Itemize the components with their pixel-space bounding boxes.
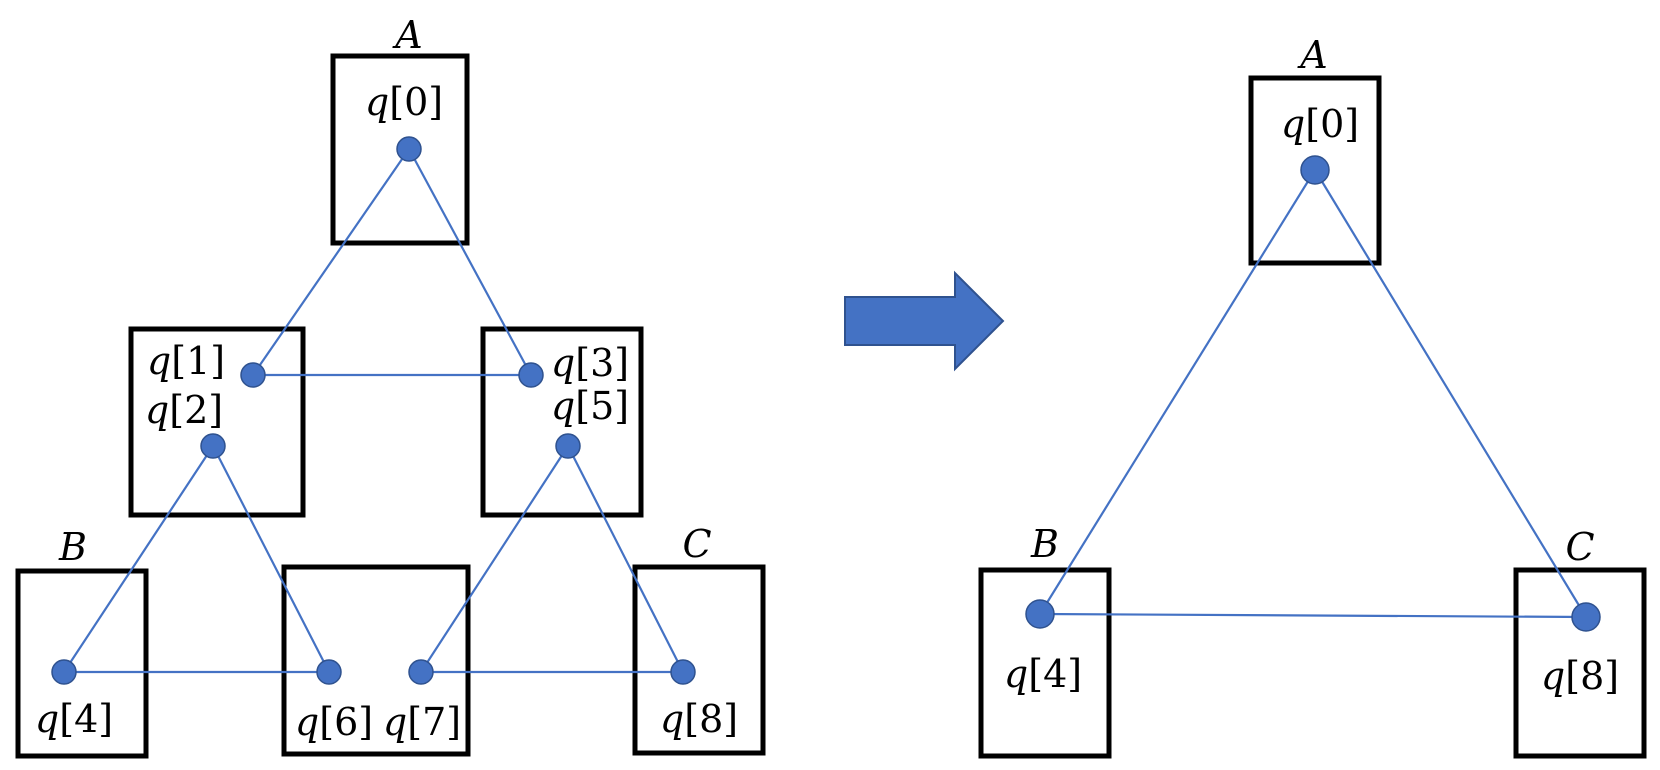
node-q8-right xyxy=(1571,602,1601,632)
box-q3-q5 xyxy=(480,326,644,518)
qubit-label-q5: q[5] xyxy=(551,384,629,428)
qubit-label-q7: q[7] xyxy=(383,700,461,744)
node-q3 xyxy=(518,362,544,388)
qubit-label-q8-left: q[8] xyxy=(660,697,738,741)
qubit-label-q2: q[2] xyxy=(145,388,223,432)
node-q4-right xyxy=(1025,599,1055,629)
edge-q5-q7 xyxy=(420,445,569,673)
box-a-right xyxy=(1248,75,1382,266)
node-q5 xyxy=(555,433,581,459)
node-q1 xyxy=(240,362,266,388)
qubit-label-q1: q[1] xyxy=(147,339,225,383)
qubit-label-q0-left: q[0] xyxy=(365,80,443,124)
box-c-left xyxy=(632,564,766,756)
node-q0-left xyxy=(396,136,422,162)
edge-q0-q1 xyxy=(252,148,410,376)
box-q1-q2 xyxy=(128,326,306,518)
node-q6 xyxy=(316,659,342,685)
edge-right-q4-q8 xyxy=(1039,612,1587,619)
edge-q5-q8 xyxy=(567,445,684,673)
group-label-b-right: B xyxy=(1030,522,1059,566)
right-diagram: A B C q[0] q[4] q[8] xyxy=(978,33,1647,759)
left-diagram: A B C q[0] q[1] q[2] q[3] q[5] q[4] q[6]… xyxy=(15,13,766,759)
group-label-a-right: A xyxy=(1297,33,1327,77)
node-q7 xyxy=(408,659,434,685)
transform-arrow xyxy=(844,270,1005,372)
group-label-c-right: C xyxy=(1565,525,1594,569)
qubit-label-q8-right: q[8] xyxy=(1541,654,1619,698)
group-label-b-left: B xyxy=(58,525,87,569)
edge-right-q0-q4 xyxy=(1039,169,1316,615)
qubit-label-q3: q[3] xyxy=(551,341,629,385)
edge-right-q0-q8 xyxy=(1314,169,1587,618)
qubit-label-q6: q[6] xyxy=(295,700,373,744)
qubit-label-q4-left: q[4] xyxy=(35,697,113,741)
group-label-c-left: C xyxy=(682,522,711,566)
box-a-left xyxy=(330,53,470,246)
node-q4-left xyxy=(51,659,77,685)
edge-q2-q4 xyxy=(63,445,214,673)
node-q2 xyxy=(200,433,226,459)
qubit-label-q0-right: q[0] xyxy=(1281,102,1359,146)
node-q8-left xyxy=(670,659,696,685)
group-label-a-left: A xyxy=(392,13,422,57)
box-b-left xyxy=(15,568,149,759)
box-b-right xyxy=(978,567,1112,759)
edge-q0-q3 xyxy=(408,148,532,376)
edge-q2-q6 xyxy=(212,445,330,673)
qubit-label-q4-right: q[4] xyxy=(1004,652,1082,696)
box-q6-q7 xyxy=(281,564,471,757)
node-q0-right xyxy=(1300,155,1330,185)
box-c-right xyxy=(1513,567,1647,759)
